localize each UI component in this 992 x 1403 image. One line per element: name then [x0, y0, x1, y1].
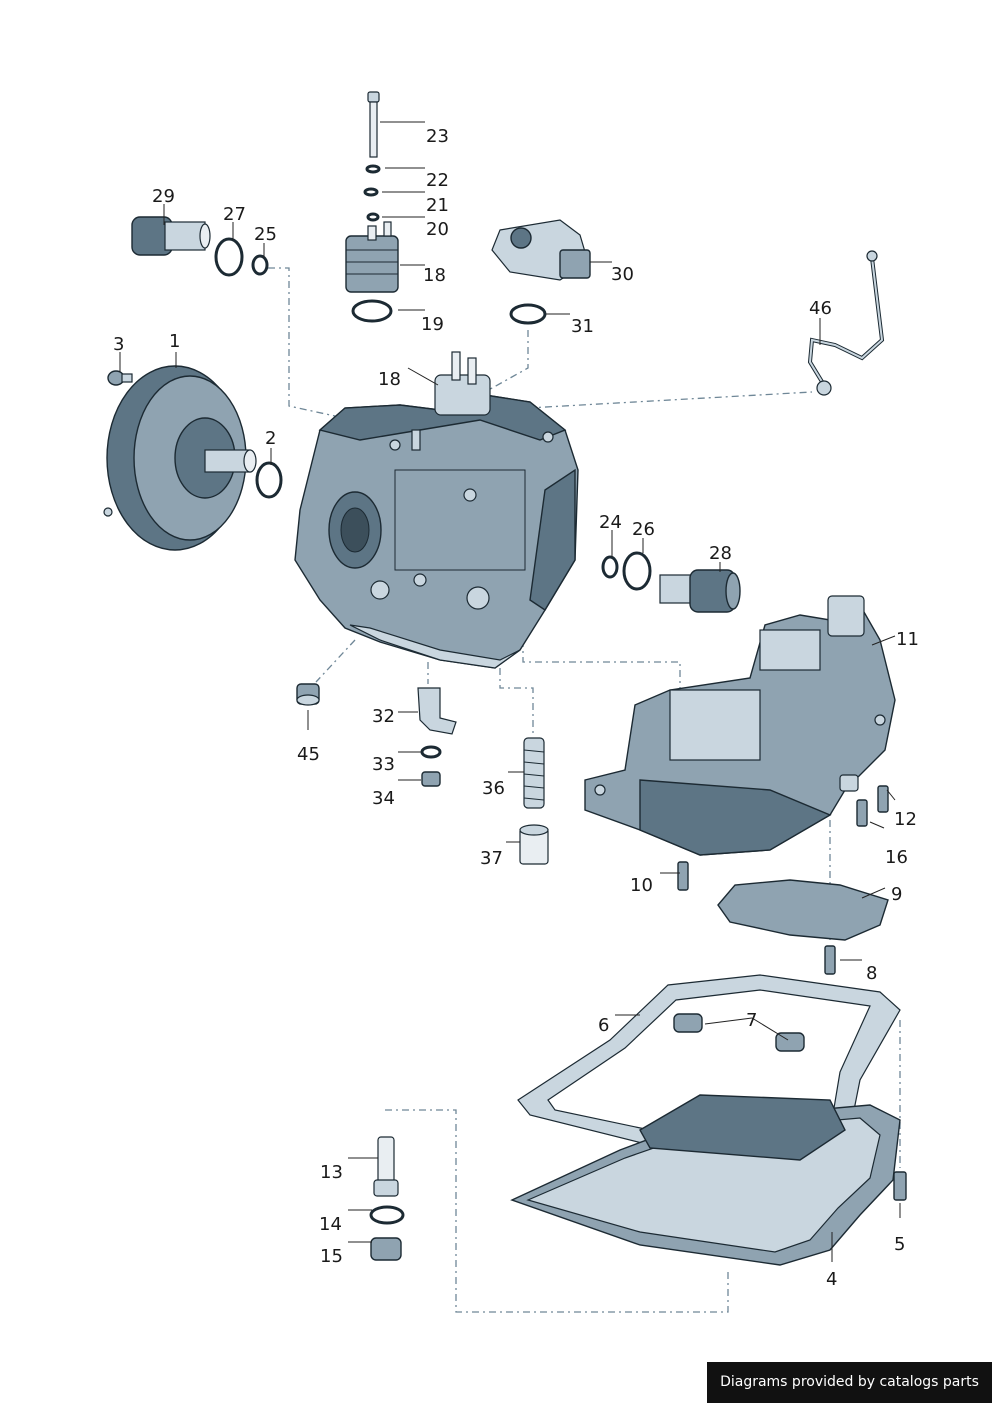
transmission-housing	[294, 394, 579, 669]
o-ring	[255, 461, 283, 499]
callout-27: 27	[223, 204, 246, 225]
callout-2: 2	[265, 428, 276, 449]
bolt-23	[367, 91, 380, 158]
callout-20: 20	[426, 219, 449, 240]
callout-11: 11	[896, 629, 919, 650]
screw-12	[877, 785, 889, 813]
callout-3: 3	[113, 334, 124, 355]
washer-33	[420, 745, 442, 759]
washer-22	[365, 164, 381, 174]
flange-shaft-right	[659, 569, 741, 613]
callout-25: 25	[254, 224, 277, 245]
flange-shaft-left	[131, 216, 211, 256]
plug-13	[373, 1136, 399, 1197]
oil-cooler	[345, 221, 399, 293]
washer-20	[366, 212, 380, 222]
callout-18-cooler: 18	[423, 265, 446, 286]
callout-9: 9	[891, 884, 902, 905]
oil-strainer	[717, 879, 889, 941]
credit-banner: Diagrams provided by catalogs parts	[707, 1362, 992, 1403]
callout-21: 21	[426, 195, 449, 216]
selector-switch	[491, 219, 591, 281]
callout-13: 13	[320, 1162, 343, 1183]
magnet-a	[673, 1013, 703, 1033]
drain-plug	[296, 683, 320, 706]
callout-22: 22	[426, 170, 449, 191]
callout-19: 19	[421, 314, 444, 335]
plug-15	[370, 1237, 402, 1261]
callout-15: 15	[320, 1246, 343, 1267]
screw-16	[856, 799, 868, 827]
callout-18-housing: 18	[378, 369, 401, 390]
callout-7: 7	[746, 1010, 757, 1031]
seal-19	[351, 299, 393, 323]
callout-30: 30	[611, 264, 634, 285]
callout-26: 26	[632, 519, 655, 540]
oil-cooler-installed	[434, 351, 491, 416]
callout-1: 1	[169, 331, 180, 352]
callout-45: 45	[297, 744, 320, 765]
callout-labels: 23 22 21 20 18 19 29 27 25 30 31 46 1 3 …	[113, 126, 919, 1290]
callout-29: 29	[152, 186, 175, 207]
oil-pan	[510, 1094, 901, 1266]
circlip-24	[601, 555, 619, 579]
bracket	[417, 687, 457, 735]
callout-46: 46	[809, 298, 832, 319]
callout-14: 14	[319, 1214, 342, 1235]
screw-10	[677, 861, 689, 891]
callout-10: 10	[630, 875, 653, 896]
callout-31: 31	[571, 316, 594, 337]
callout-12: 12	[894, 809, 917, 830]
circlip	[251, 254, 269, 276]
leader-lines	[119, 121, 901, 1262]
callout-16: 16	[885, 847, 908, 868]
nut	[107, 370, 133, 386]
callout-5: 5	[894, 1234, 905, 1255]
o-ring-31	[509, 303, 547, 325]
callout-33: 33	[372, 754, 395, 775]
seal-ring	[214, 237, 244, 277]
callout-23: 23	[426, 126, 449, 147]
washer-21	[363, 187, 379, 197]
spring	[523, 737, 545, 809]
callout-37: 37	[480, 848, 503, 869]
screw-5	[893, 1171, 907, 1201]
screw-8	[824, 945, 836, 975]
breather-pipe	[807, 250, 885, 396]
callout-36: 36	[482, 778, 505, 799]
callout-24: 24	[599, 512, 622, 533]
torque-converter	[103, 365, 257, 551]
callout-34: 34	[372, 788, 395, 809]
sleeve	[519, 824, 549, 865]
valve-body	[584, 595, 896, 856]
seal-26	[622, 551, 652, 591]
callout-6: 6	[598, 1015, 609, 1036]
callout-4: 4	[826, 1269, 837, 1290]
callout-28: 28	[709, 543, 732, 564]
nut-34	[421, 771, 441, 787]
callout-32: 32	[372, 706, 395, 727]
washer-14	[369, 1205, 405, 1225]
callout-8: 8	[866, 963, 877, 984]
